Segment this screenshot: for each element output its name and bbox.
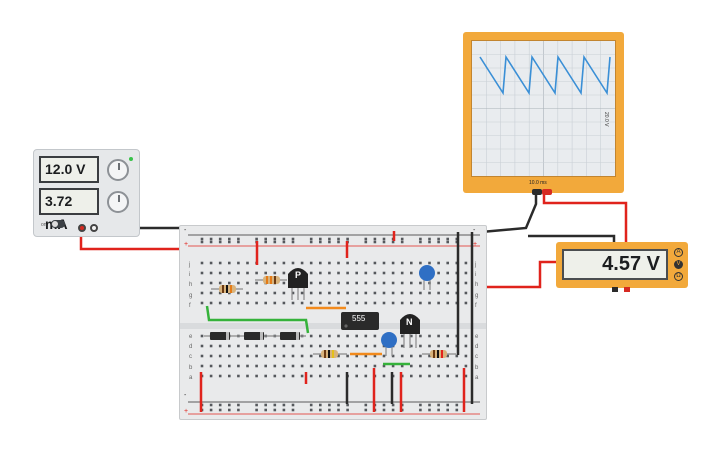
capacitor-2: [381, 332, 397, 356]
ic-555-body: [341, 312, 379, 330]
mode-volts[interactable]: V: [674, 260, 683, 269]
scope-signal-probe[interactable]: [542, 189, 552, 195]
jumper-green-1: [205, 305, 310, 334]
ic-555-label: 555: [352, 314, 366, 323]
scope-ground-probe[interactable]: [532, 189, 542, 195]
sawtooth-trace: [479, 54, 611, 96]
oscilloscope-screen: [471, 40, 616, 177]
rail-minus-symbol-right: -: [473, 227, 476, 234]
rail-plus-symbol-right: +: [473, 241, 478, 248]
voltage-knob[interactable]: [107, 159, 129, 181]
diode-3: [280, 332, 300, 340]
rail-plus-symbol-bottom: +: [184, 408, 189, 415]
rail-plus-symbol: +: [184, 241, 189, 248]
capacitor-1: [419, 265, 435, 290]
oscilloscope[interactable]: 20.0 V 10.0 ms: [463, 32, 624, 195]
multimeter[interactable]: 4.57 V A V Ω: [556, 242, 688, 292]
pnp-label: P: [295, 270, 302, 280]
current-knob[interactable]: [107, 191, 129, 213]
oscilloscope-grid: [472, 41, 615, 176]
meter-v-probe[interactable]: [624, 287, 630, 292]
diode-1: [210, 332, 230, 340]
resistor-2: [255, 276, 287, 284]
diode-2: [244, 332, 264, 340]
power-supply[interactable]: 12.0 V 3.72 mA on: [33, 149, 140, 237]
pnp-transistor: [288, 268, 308, 300]
resistor-1: [211, 285, 243, 293]
volts-per-div-label: 20.0 V: [603, 112, 609, 127]
breadboard-center-channel: [180, 323, 486, 329]
multimeter-display: 4.57 V: [562, 249, 668, 280]
negative-terminal[interactable]: [90, 224, 98, 232]
meter-com-probe[interactable]: [612, 287, 618, 292]
npn-label: N: [406, 317, 413, 327]
npn-transistor: [400, 314, 420, 348]
positive-terminal[interactable]: [78, 224, 86, 232]
cv-indicator-icon: [129, 157, 133, 161]
mode-ohms[interactable]: Ω: [674, 272, 683, 281]
mode-amps[interactable]: A: [674, 248, 683, 257]
rail-minus-symbol-bottom: -: [184, 392, 187, 399]
ic-555-pin1-dot: [344, 324, 348, 328]
voltage-display: 12.0 V: [39, 156, 99, 183]
time-per-div-label: 10.0 ms: [529, 180, 547, 186]
power-switch[interactable]: [51, 220, 65, 228]
resistor-3: [313, 350, 347, 358]
rail-minus-symbol: -: [184, 227, 187, 234]
power-switch-label: on: [41, 222, 47, 228]
resistor-4: [422, 350, 456, 358]
